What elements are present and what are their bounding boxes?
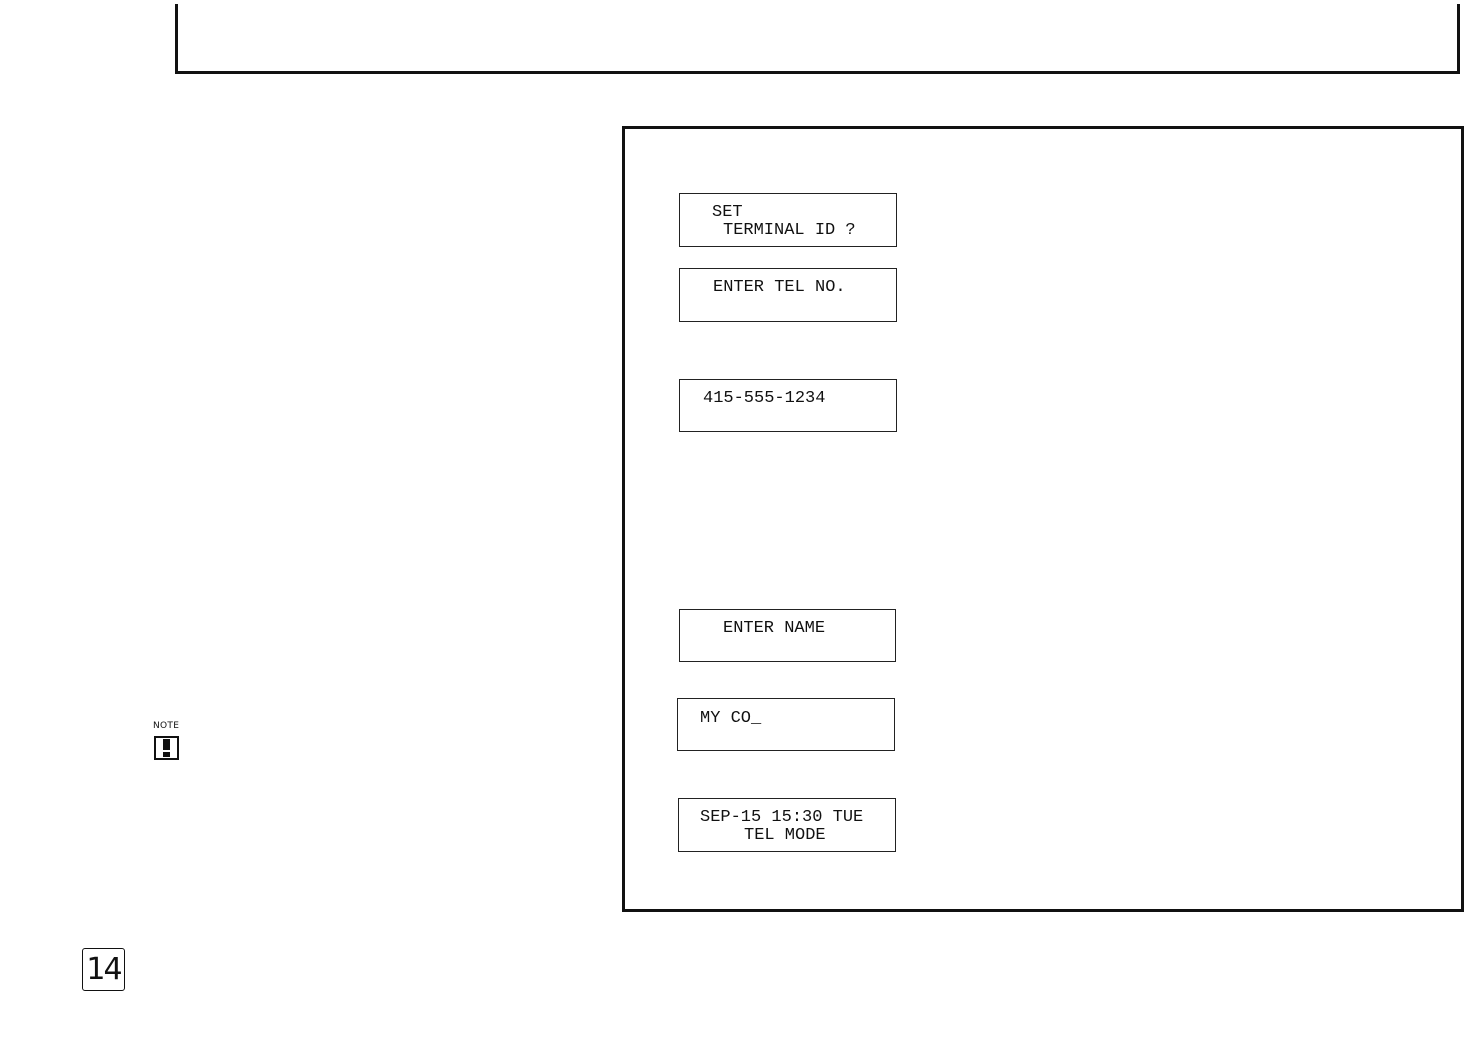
lcd-display-set-terminal-id: SET TERMINAL ID ?: [679, 193, 897, 247]
lcd-line-1: ENTER TEL NO.: [713, 278, 846, 297]
note-label: NOTE: [153, 721, 180, 731]
lcd-line-1: 415-555-1234: [703, 389, 826, 408]
lcd-display-tel-number: 415-555-1234: [679, 379, 897, 432]
lcd-line-2: TEL MODE: [744, 826, 826, 845]
lcd-display-enter-tel-no: ENTER TEL NO.: [679, 268, 897, 322]
lcd-line-1: ENTER NAME: [723, 619, 826, 638]
header-frame: [175, 4, 1460, 74]
lcd-display-enter-name: ENTER NAME: [679, 609, 896, 662]
lcd-line-1: MY CO_: [700, 709, 762, 728]
lcd-display-name-entry: MY CO_: [677, 698, 895, 751]
lcd-display-standby: SEP-15 15:30 TUE TEL MODE: [678, 798, 896, 852]
exclamation-note-icon: [154, 736, 179, 760]
display-panel: [622, 126, 1464, 912]
exclamation-icon: [163, 739, 170, 757]
lcd-line-1: SET: [712, 203, 743, 222]
lcd-line-2: TERMINAL ID ?: [723, 221, 856, 240]
page-number: 14: [82, 948, 125, 991]
lcd-line-1: SEP-15 15:30 TUE: [700, 808, 864, 827]
